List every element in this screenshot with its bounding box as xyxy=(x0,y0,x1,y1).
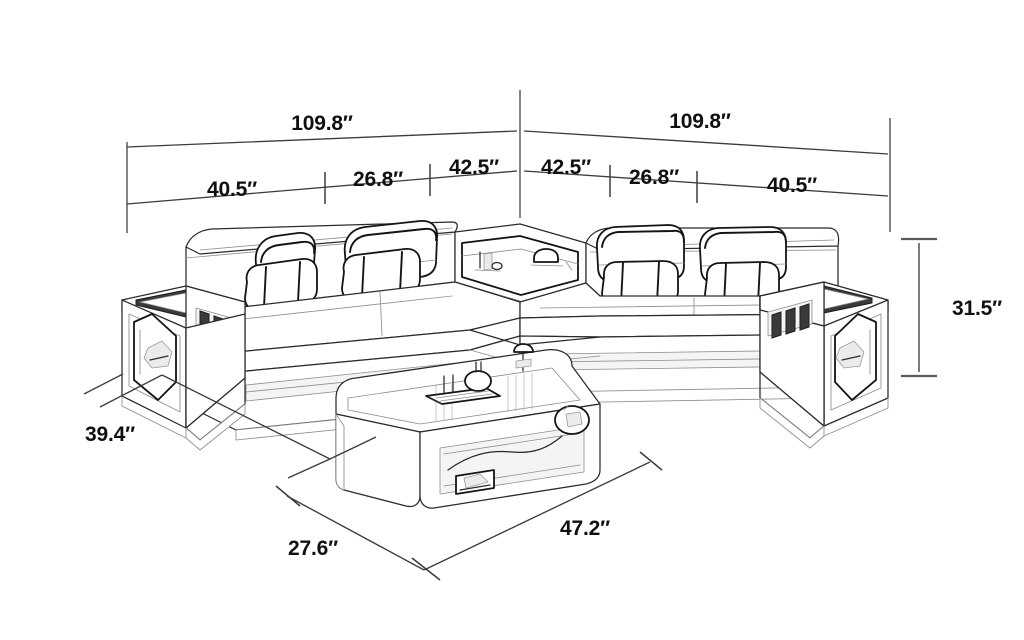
console-decor-left xyxy=(474,251,503,272)
dim-right-segments: 42.5″ 26.8″ 40.5″ xyxy=(523,156,889,203)
dim-table-depth-label: 27.6″ xyxy=(288,537,338,560)
dim-table-width: 47.2″ xyxy=(411,451,663,581)
right-wing-seat-base xyxy=(519,282,839,404)
dim-left-overall-label: 109.8″ xyxy=(291,112,353,135)
dim-right-overall: 109.8″ xyxy=(523,110,889,155)
dim-left-seg-2-label: 26.8″ xyxy=(353,168,403,191)
right-armrest-vents xyxy=(771,303,810,339)
dim-right-seg-1-label: 42.5″ xyxy=(541,156,591,179)
dimension-annotations: 109.8″ 109.8″ 40.5″ 26.8″ 42.5″ xyxy=(83,90,1002,581)
dim-depth: 39.4″ xyxy=(83,373,377,479)
console-decor-right xyxy=(530,248,573,271)
corner-console-shelf xyxy=(454,223,587,317)
coffee-table-illustration xyxy=(335,343,601,509)
dim-right-overall-label: 109.8″ xyxy=(669,110,731,133)
right-armrest xyxy=(759,281,889,449)
dim-left-seg-1-label: 40.5″ xyxy=(207,178,257,201)
dim-right-seg-3-label: 40.5″ xyxy=(767,174,817,197)
dim-table-depth: 27.6″ xyxy=(275,485,425,571)
left-wing-backrest xyxy=(185,220,458,313)
dim-height-label: 31.5″ xyxy=(952,297,1002,320)
dim-depth-label: 39.4″ xyxy=(85,423,135,446)
left-armrest xyxy=(121,285,246,451)
dim-left-overall: 109.8″ xyxy=(126,112,518,148)
dim-left-segments: 40.5″ 26.8″ 42.5″ xyxy=(126,156,518,205)
dim-left-seg-3-label: 42.5″ xyxy=(449,156,499,179)
dim-table-width-label: 47.2″ xyxy=(560,517,610,540)
right-wing-backrest xyxy=(585,224,840,307)
dim-right-seg-2-label: 26.8″ xyxy=(629,166,679,189)
dim-height: 31.5″ xyxy=(901,237,1002,378)
